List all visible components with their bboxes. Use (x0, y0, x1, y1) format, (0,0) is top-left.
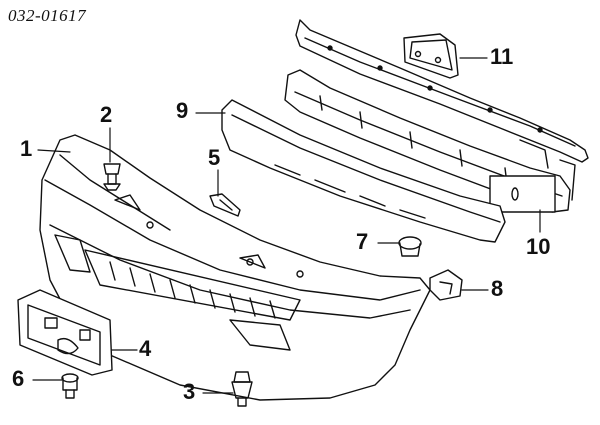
part-10-bumper-beam (284, 69, 576, 213)
part-5-clip (209, 193, 241, 217)
part-8-retainer (429, 269, 463, 301)
callout-3: 3 (183, 379, 196, 404)
part-4-license-bracket (17, 289, 113, 376)
callout-11: 11 (490, 44, 514, 69)
callout-9: 9 (176, 98, 189, 123)
callout-8: 8 (491, 276, 504, 301)
callout-10: 10 (526, 234, 551, 259)
leader-1 (37, 149, 71, 153)
part-6-bolt (61, 373, 79, 399)
part-9-energy-absorber (221, 99, 506, 243)
callout-2: 2 (100, 102, 113, 127)
diagram-code: 032-01617 (8, 6, 87, 25)
callout-7: 7 (356, 229, 369, 254)
callout-6: 6 (12, 366, 25, 391)
callout-1: 1 (20, 136, 33, 161)
leader-lines (32, 57, 541, 394)
part-2-clip (103, 163, 121, 191)
callout-4: 4 (139, 336, 152, 361)
part-3-bolt (231, 371, 253, 407)
part-11-upper-bracket (295, 19, 589, 163)
part-7-grommet (398, 236, 422, 257)
callout-5: 5 (208, 145, 221, 170)
